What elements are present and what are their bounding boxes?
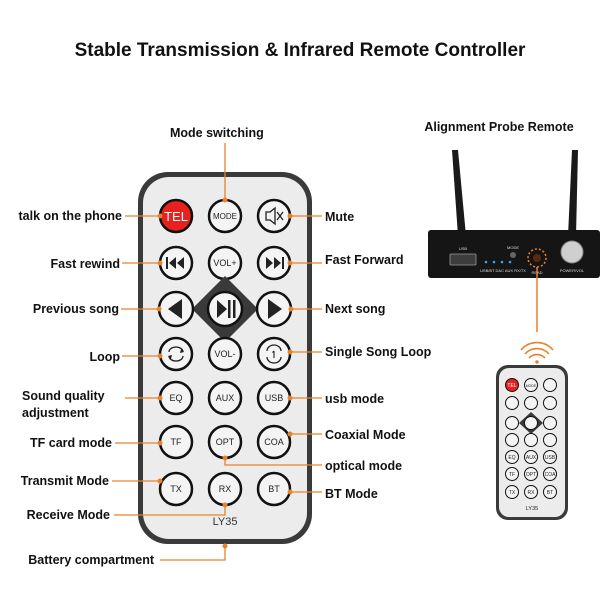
usb-label: USB — [265, 393, 284, 403]
label-sound-quality-2: adjustment — [22, 406, 89, 420]
page-title: Stable Transmission & Infrared Remote Co… — [74, 40, 526, 61]
svg-text:TX: TX — [509, 490, 516, 496]
usb-port-icon — [449, 253, 477, 266]
vol-down-button[interactable] — [207, 336, 243, 372]
svg-text:MODE: MODE — [526, 384, 537, 388]
label-previous: Previous song — [32, 302, 119, 316]
device-subtitle: Alignment Probe Remote — [424, 120, 574, 134]
leader-lines — [112, 143, 322, 561]
tx-button[interactable] — [158, 471, 194, 507]
label-fast-rewind: Fast rewind — [50, 257, 120, 271]
svg-text:OPT: OPT — [526, 472, 536, 478]
device-indicators-label: USB/BT DAC AUX RX/TX — [480, 268, 526, 273]
label-optical: optical mode — [325, 459, 403, 473]
label-talk: talk on the phone — [18, 209, 122, 223]
mini-remote: TEL MODE EQ AUX USB TF OPT COA — [496, 365, 568, 520]
loop-icon — [168, 346, 184, 362]
svg-text:AUX: AUX — [526, 455, 537, 461]
label-mode-switching: Mode switching — [170, 126, 264, 140]
signal-waves-icon — [520, 341, 554, 364]
label-fast-forward: Fast Forward — [325, 253, 404, 267]
mode-label: MODE — [213, 212, 237, 221]
label-battery: Battery compartment — [28, 553, 154, 567]
mute-button[interactable] — [256, 198, 292, 234]
label-transmit: Transmit Mode — [20, 474, 109, 488]
svg-text:EQ: EQ — [508, 455, 515, 461]
coa-label: COA — [264, 437, 284, 447]
bt-label: BT — [268, 484, 280, 494]
play-pause-icon — [217, 300, 236, 318]
transmitter-device: USB MODE USB/BT DAC AUX RX/TX READ POWER… — [428, 150, 600, 364]
previous-icon — [168, 299, 182, 319]
label-receive: Receive Mode — [26, 508, 110, 522]
opt-label: OPT — [216, 437, 235, 447]
device-usb-label: USB — [459, 246, 468, 251]
antenna-left — [452, 150, 466, 236]
device-power-label: POWER/VOL — [560, 268, 585, 273]
label-single-loop: Single Song Loop — [325, 345, 432, 359]
svg-text:TF: TF — [509, 472, 515, 478]
vol-up-label: VOL+ — [213, 258, 236, 268]
svg-text:RX: RX — [528, 490, 536, 496]
single-loop-icon — [266, 344, 282, 364]
fast-forward-icon — [266, 257, 284, 269]
svg-text:BT: BT — [547, 490, 553, 496]
antenna-right — [568, 150, 578, 236]
aux-button[interactable] — [207, 380, 243, 416]
vol-down-label: VOL- — [214, 349, 235, 359]
mute-icon — [265, 206, 284, 226]
mini-remote-model: LY35 — [526, 506, 538, 512]
volume-knob — [560, 240, 584, 264]
label-loop: Loop — [89, 350, 120, 364]
tf-label: TF — [171, 437, 182, 447]
remote-main: TEL MODE VOL+ — [138, 172, 312, 544]
ir-receiver — [533, 254, 541, 262]
tx-label: TX — [170, 484, 182, 494]
fast-rewind-icon — [166, 257, 184, 269]
label-tf-mode: TF card mode — [30, 436, 112, 450]
label-next: Next song — [325, 302, 386, 316]
coa-button[interactable] — [256, 424, 292, 460]
svg-text:TEL: TEL — [507, 383, 516, 389]
label-bt-mode: BT Mode — [325, 487, 378, 501]
loop-button[interactable] — [158, 336, 194, 372]
svg-text:COA: COA — [545, 472, 557, 478]
aux-label: AUX — [216, 393, 235, 403]
label-mute: Mute — [325, 210, 355, 224]
label-sound-quality-1: Sound quality — [22, 389, 105, 403]
ir-receiver-ring — [527, 248, 547, 268]
device-mode-label: MODE — [507, 245, 519, 250]
remote-model-label: LY35 — [213, 516, 238, 528]
label-coaxial: Coaxial Mode — [325, 428, 406, 442]
rx-label: RX — [219, 484, 232, 494]
next-icon — [268, 299, 282, 319]
mini-remote-buttons: TEL MODE EQ AUX USB TF OPT COA — [505, 378, 557, 499]
tel-label: TEL — [164, 209, 188, 224]
label-usb-mode: usb mode — [325, 392, 385, 406]
svg-text:USB: USB — [545, 455, 556, 461]
bt-button[interactable] — [256, 471, 292, 507]
eq-label: EQ — [169, 393, 182, 403]
device-mode-button — [510, 252, 516, 258]
